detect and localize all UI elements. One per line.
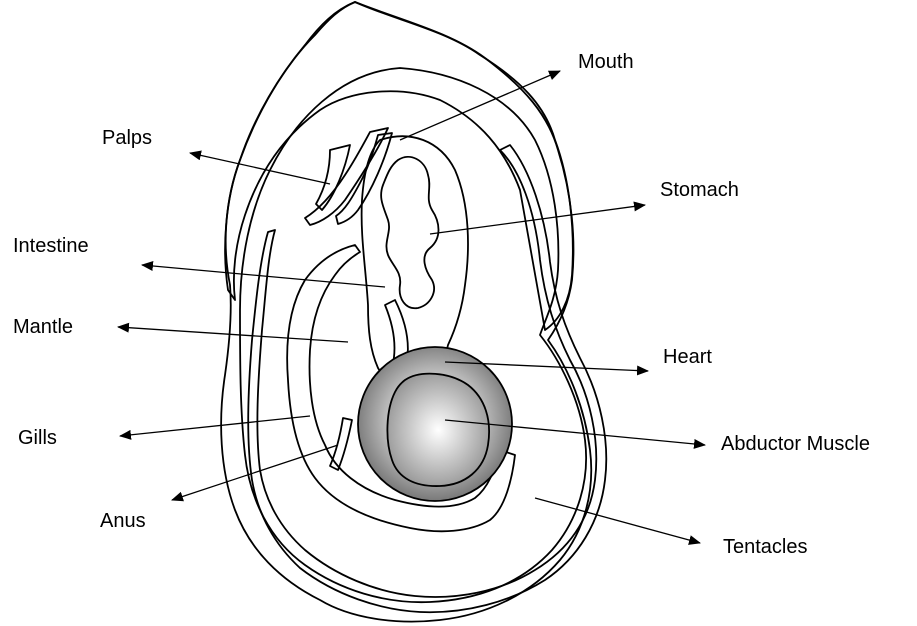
stomach-shape bbox=[381, 157, 438, 308]
shell-stippled-edge bbox=[225, 2, 573, 330]
intestine-label: Intestine bbox=[13, 235, 89, 257]
abductor-muscle-label: Abductor Muscle bbox=[721, 433, 870, 455]
tentacles-pointer bbox=[535, 498, 700, 543]
stomach-pointer bbox=[430, 205, 645, 234]
mantle-outline bbox=[240, 68, 586, 602]
anus-tube bbox=[330, 418, 352, 470]
palps-shape bbox=[305, 128, 392, 225]
mouth-label: Mouth bbox=[578, 51, 634, 73]
tentacles-label: Tentacles bbox=[723, 536, 808, 558]
stomach-label: Stomach bbox=[660, 179, 739, 201]
heart-label: Heart bbox=[663, 346, 712, 368]
intestine-pointer bbox=[142, 265, 385, 287]
palps-label: Palps bbox=[102, 127, 152, 149]
shell-outer-outline bbox=[221, 2, 591, 622]
shell bbox=[221, 2, 591, 622]
mantle-pointer bbox=[118, 327, 348, 342]
gills-pointer bbox=[120, 416, 310, 436]
anus-label: Anus bbox=[100, 510, 146, 532]
gills-label: Gills bbox=[18, 427, 57, 449]
mantle-label: Mantle bbox=[13, 316, 73, 338]
